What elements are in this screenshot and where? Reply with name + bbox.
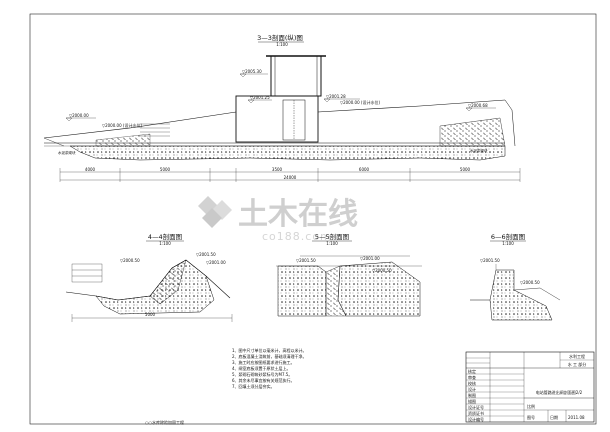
svg-text:5000: 5000 [145,312,156,317]
svg-text:6000: 6000 [359,167,370,172]
note-line-3: 3、施工时应按图纸要求进行施工。 [232,359,295,365]
drawing-number-label: 图号 [527,414,535,420]
svg-text:▽2000.68: ▽2000.68 [468,103,488,108]
title-block-row-7: 设计证号 [468,404,484,410]
date-value: 2011.08 [568,415,585,420]
svg-text:▽2001.25: ▽2001.25 [250,95,270,100]
svg-text:▽2001.50: ▽2001.50 [480,258,500,263]
note-line-4: 4、闸室底板须置于原状土层上。 [232,365,291,371]
date-label: 日期 [550,414,558,420]
note-line-6: 6、其余未尽事宜按有关规范执行。 [232,377,295,383]
svg-text:水泥浆砌块: 水泥浆砌块 [58,150,76,155]
section-4-4-title: 4—4剖面图 [148,232,182,241]
svg-text:24000: 24000 [284,175,297,180]
watermark-brand: 土木在线 [238,197,358,232]
svg-text:▽2001.28: ▽2001.28 [326,94,346,99]
svg-text:▽2001.50: ▽2001.50 [296,258,316,263]
note-line-1: 1、图中尺寸单位以毫米计，高程以米计。 [232,347,307,353]
note-line-5: 5、浆砌石砌筑砂浆标号为M7.5。 [232,371,292,377]
svg-text:▽2001.50: ▽2001.50 [196,252,216,257]
drawing-name: 电站管路进出闸剖面图2/2 [536,389,583,395]
note-line-7: 7、回填土须分层夯实。 [232,383,275,389]
section-4-4-scale: 1:100 [159,241,171,246]
section-6-6-title: 6—6剖面图 [491,232,525,241]
design-notes: 1、图中尺寸单位以毫米计，高程以米计。 2、底板混凝土浇筑前，基础须清理干净。 … [232,347,307,389]
title-block: 水利工程 水 工 部分 核定 审查 校核 设计 制图 描图 设计证号 资质证书 … [465,351,595,423]
svg-text:水泥浆砌块: 水泥浆砌块 [470,148,488,153]
title-block-header-2: 水 工 部分 [568,361,587,367]
section-5-5: 5—5剖面图 1:100 ▽2001.50 ▽2001.00 ▽2000.50 [276,232,422,317]
section-3-3-scale: 1:100 [276,42,288,47]
section-4-4: 4—4剖面图 1:100 ▽2001.50 ▽2001.00 ▽2000.50 … [65,232,233,322]
svg-text:▽2001.00: ▽2001.00 [360,256,380,261]
svg-text:▽2000.00: ▽2000.00 [69,113,89,118]
svg-text:5000: 5000 [160,167,171,172]
title-block-row-4: 设计 [468,386,476,392]
svg-text:▽2000.00 (设计水位): ▽2000.00 (设计水位) [102,122,142,128]
title-block-row-2: 审查 [468,374,476,380]
title-block-row-3: 校核 [468,380,476,386]
section-3-3: 3—3剖面(纵)图 1:100 ▽2000.00 [43,33,521,182]
sheet-frame [29,13,597,425]
title-block-row-6: 描图 [468,398,476,404]
title-block-row-9: 设计编号 [468,416,484,422]
section-3-3-title: 3—3剖面(纵)图 [257,33,303,42]
svg-text:4000: 4000 [85,167,96,172]
title-block-row-8: 资质证书 [468,410,484,416]
watermark: 土木在线 co188.com [198,196,358,243]
svg-text:▽2000.00 (设计水位): ▽2000.00 (设计水位) [340,99,380,105]
svg-text:▽2000.50: ▽2000.50 [372,268,392,273]
svg-text:3500: 3500 [272,167,283,172]
section-5-5-scale: 1:100 [326,241,338,246]
section-6-6-scale: 1:100 [502,241,514,246]
note-line-2: 2、底板混凝土浇筑前，基础须清理干净。 [232,353,307,359]
watermark-site: co188.com [262,230,332,243]
title-block-row-1: 核定 [468,368,476,374]
svg-text:▽2005.30: ▽2005.30 [242,69,262,74]
bottom-label: ○○水库除险加固工程 [145,419,184,425]
scale-label: 比例 [527,403,535,409]
svg-text:▽2000.50: ▽2000.50 [120,258,140,263]
title-block-row-5: 制图 [468,392,476,398]
svg-text:5000: 5000 [460,167,471,172]
section-5-5-title: 5—5剖面图 [315,232,349,241]
svg-text:▽2001.00: ▽2001.00 [206,260,226,265]
section-6-6: 6—6剖面图 1:100 ▽2001.50 ▽2000.50 [470,232,561,321]
svg-text:▽2000.50: ▽2000.50 [520,280,540,285]
title-block-header-1: 水利工程 [569,353,585,359]
